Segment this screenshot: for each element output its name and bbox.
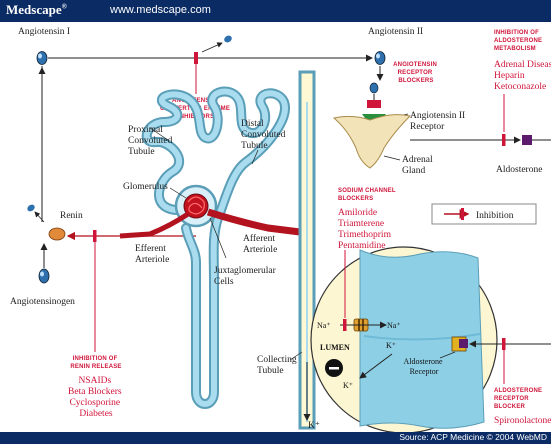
angiotensin-i-label: Angiotensin I — [18, 27, 70, 37]
adrenal-gland-label: Adrenal Gland — [402, 155, 435, 176]
medscape-logo[interactable]: Medscape® — [6, 2, 67, 18]
arb-block-marker — [367, 100, 381, 108]
angiotensin-ii-molecule-icon — [375, 52, 385, 65]
angiotensin-i-molecule-icon — [37, 52, 47, 65]
renin-fragment-icon — [26, 203, 36, 213]
efferent-arteriole — [120, 214, 188, 236]
header-bar: Medscape® www.medscape.com — [0, 0, 551, 22]
cell-detail-inset — [311, 247, 497, 432]
ace-inhibition-bar — [194, 52, 198, 64]
angiotensinogen-label: Angiotensinogen — [10, 297, 75, 307]
source-credit: Source: ACP Medicine © 2004 WebMD — [399, 432, 547, 442]
legend-box: Inhibition — [432, 204, 536, 224]
aldo-blocker-inhibition-bar — [502, 338, 506, 350]
afferent-arteriole-label: Afferent Arteriole — [243, 233, 277, 255]
angiotensin-ii-bound-icon — [370, 83, 378, 93]
k-upper-label: K⁺ — [386, 341, 396, 350]
aldosterone-label: Aldosterone — [496, 165, 542, 175]
lumen-label: LUMEN — [320, 343, 350, 352]
juxtaglomerular-label: Juxtaglomerular Cells — [214, 266, 278, 287]
glomerulus-label: Glomerulus — [123, 182, 168, 192]
aldo-blocker-item: Spironolactone — [494, 416, 551, 426]
aldo-blocker-label: ALDOSTERONE RECEPTOR BLOCKER — [494, 388, 544, 410]
renin-release-items: NSAIDs Beta Blockers Cyclosporine Diabet… — [68, 376, 124, 419]
sodium-channel-label: SODIUM CHANNEL BLOCKERS — [338, 188, 398, 202]
ace-fragment-molecule-icon — [223, 34, 233, 44]
renin-release-label: INHIBITION OF RENIN RELEASE — [70, 356, 121, 370]
aldo-metabolism-items: Adrenal Disease Heparin Ketoconazole — [494, 60, 551, 92]
footer-bar: Source: ACP Medicine © 2004 WebMD — [0, 432, 551, 444]
legend-inhibition-label: Inhibition — [476, 211, 514, 221]
renin-enzyme-icon — [49, 228, 65, 240]
na-right-label: Na⁺ — [387, 321, 401, 330]
k-lower-label: K⁺ — [343, 381, 353, 390]
angiotensin-ii-label: Angiotensin II — [368, 27, 423, 37]
raas-diagram: Angiotensin I ANGIOTENSIN- CONVERTING EN… — [0, 22, 551, 432]
ang2-receptor-label: Angiotensin II Receptor — [410, 111, 468, 132]
sodium-channel-items: Amiloride Triamterene Trimethoprim Penta… — [338, 208, 393, 251]
na-left-label: Na⁺ — [317, 321, 331, 330]
aldo-metab-inhibition-bar — [502, 134, 506, 146]
aldosterone-molecule-icon — [522, 135, 532, 145]
k-bottom-label: K⁺ — [308, 421, 320, 431]
arb-label: ANGIOTENSIN RECEPTOR BLOCKERS — [393, 62, 439, 84]
site-url[interactable]: www.medscape.com — [110, 4, 211, 16]
aldo-metabolism-label: INHIBITION OF ALDOSTERONE METABOLISM — [494, 30, 544, 52]
proximal-tubule-label: Proximal Convoluted Tubule — [128, 125, 175, 157]
aldosterone-receptor-label: Aldosterone Receptor — [403, 357, 444, 376]
negative-charge-icon — [325, 359, 343, 377]
angiotensinogen-molecule-icon — [39, 269, 49, 283]
aldosterone-receptor-icon — [452, 337, 468, 351]
enac-inhibition-bar — [343, 319, 347, 331]
renin-release-inhibition-bar — [93, 230, 97, 242]
renin-label: Renin — [60, 211, 83, 221]
efferent-arteriole-label: Efferent Arteriole — [135, 243, 169, 265]
